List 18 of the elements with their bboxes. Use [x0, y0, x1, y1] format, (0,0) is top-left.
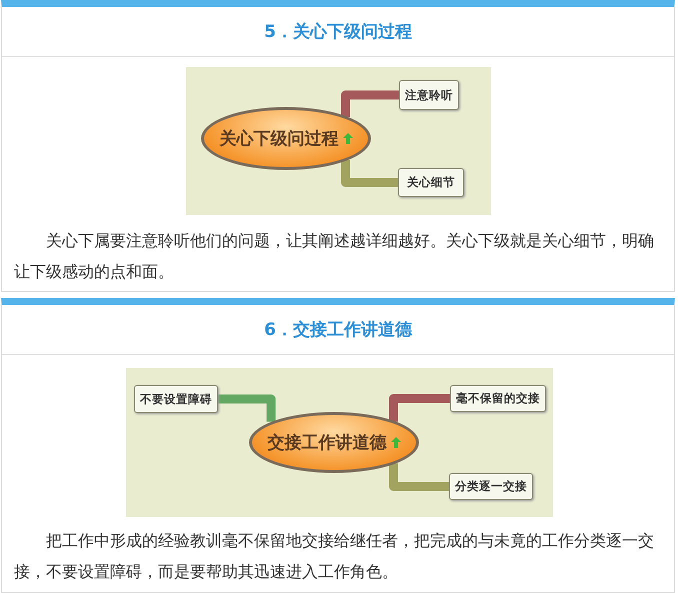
- connector: [341, 90, 399, 118]
- subtopic-box: 关心细节: [398, 168, 464, 197]
- connector: [389, 394, 450, 422]
- connector: [341, 160, 398, 187]
- topic-text: 关心下级问过程: [220, 128, 338, 150]
- section-card: [1, 298, 675, 593]
- topic-text: 交接工作讲道德: [268, 432, 386, 454]
- body-paragraph: 关心下属要注意聆听他们的问题，让其阐述越详细越好。关心下级就是关心细节，明确让下级感动的点和面。: [14, 230, 655, 283]
- subtopic-box: 分类逐一交接: [449, 473, 533, 500]
- section-heading: 6．交接工作讲道德: [264, 319, 412, 341]
- subtopic-box: 毫不保留的交接: [450, 385, 546, 412]
- subtopic-box: 不要设置障碍: [134, 385, 218, 413]
- section-card: [1, 0, 675, 292]
- connector: [218, 394, 276, 422]
- subtopic-box: 注意聆听: [399, 80, 459, 110]
- body-paragraph: 把工作中形成的经验教训毫不保留地交接给继任者，把完成的与未竟的工作分类逐一交接，不要设置障碍，而是要帮助其迅速进入工作角色。: [14, 530, 655, 583]
- connector: [389, 463, 449, 491]
- section-heading: 5．关心下级问过程: [264, 21, 412, 43]
